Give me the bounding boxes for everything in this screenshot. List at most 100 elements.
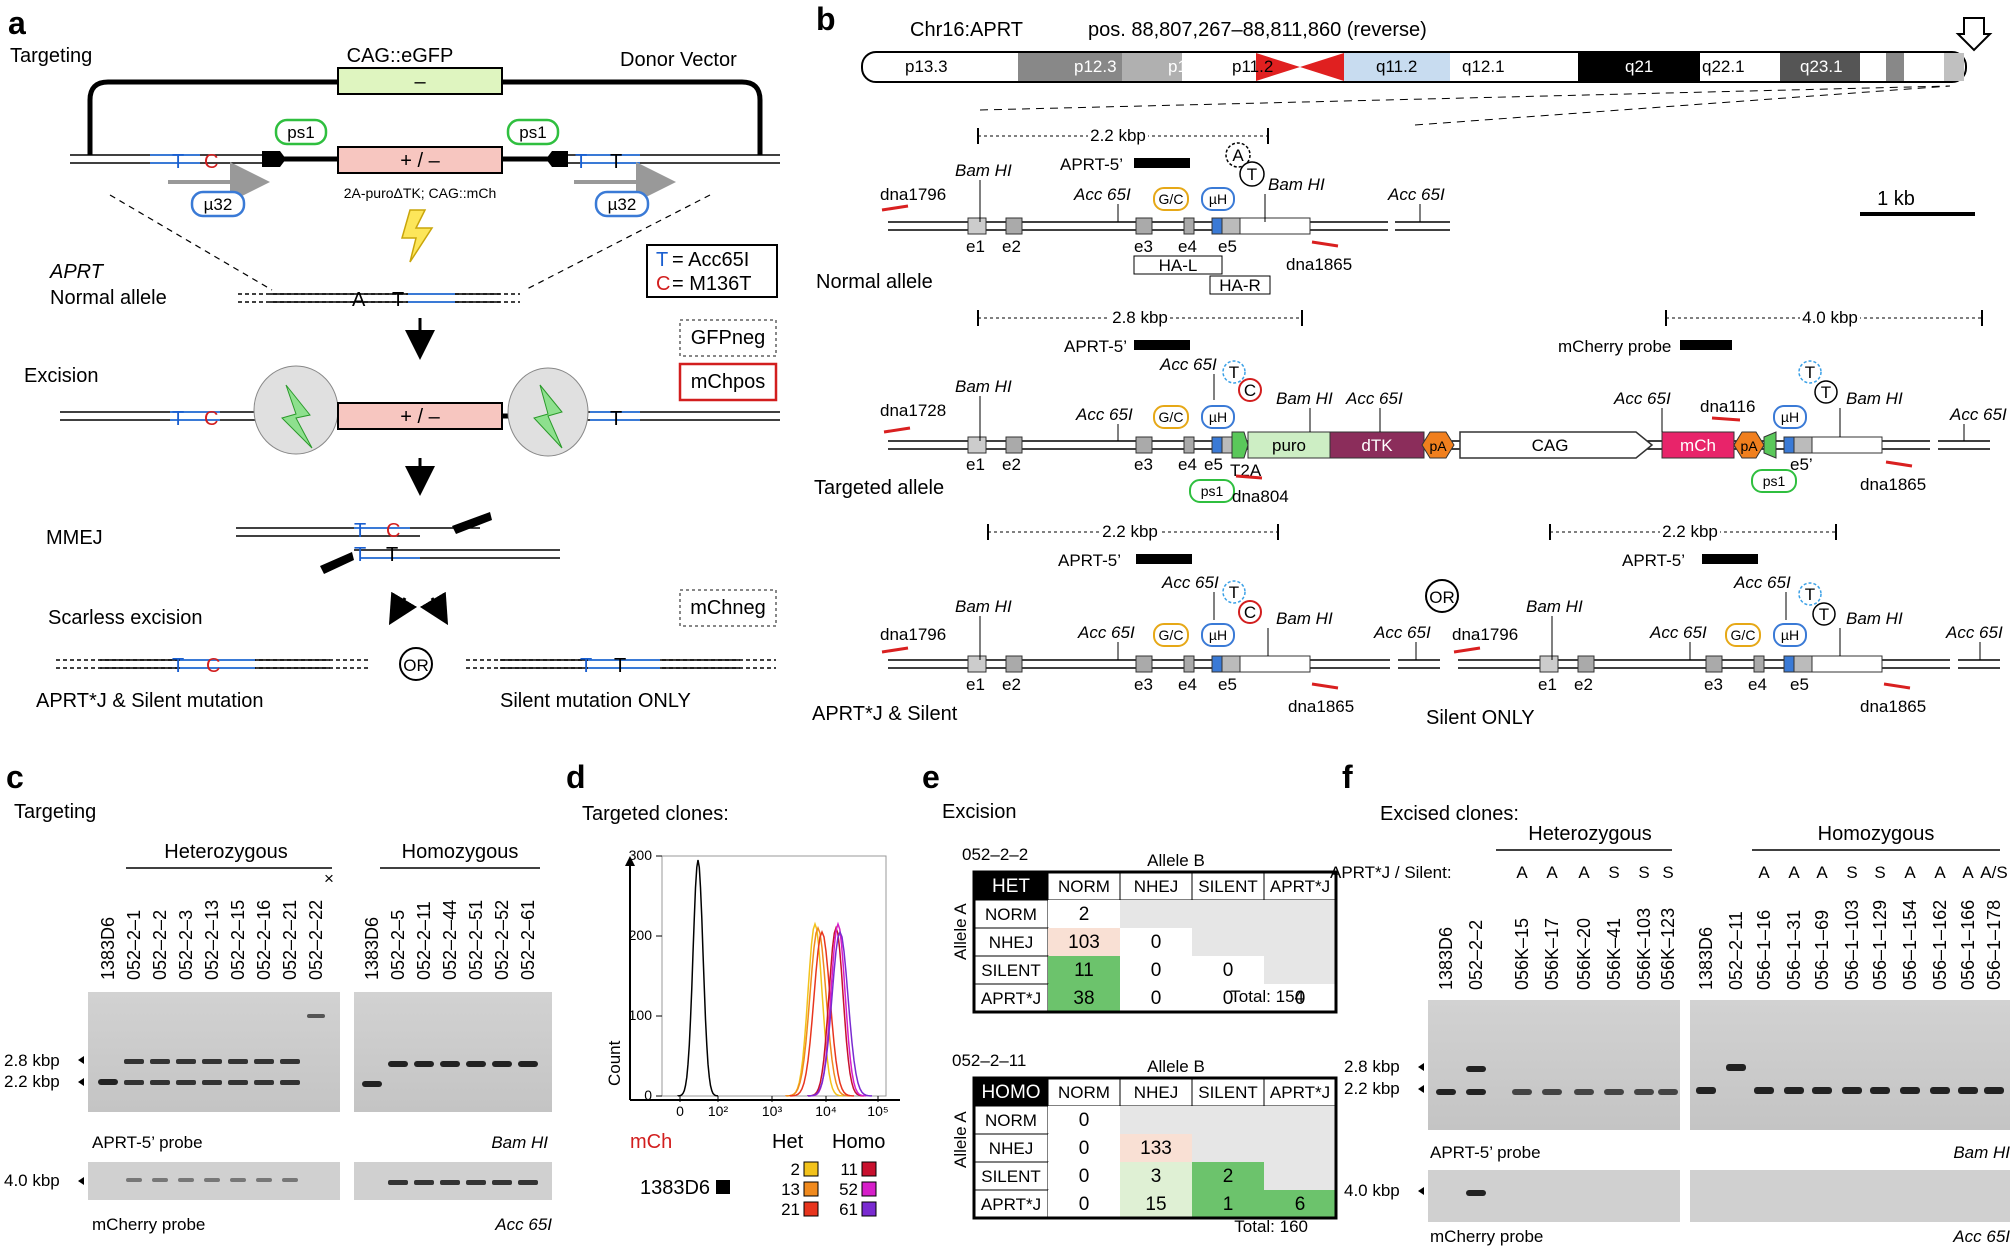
cag-egfp-label: CAG::eGFP xyxy=(347,45,454,67)
c-band xyxy=(518,1180,538,1185)
n-dna1796: dna1796 xyxy=(880,185,946,204)
f-homo-lane-1: 052–2–11 xyxy=(1726,911,1746,990)
e-table-tag-cell xyxy=(974,1078,1048,1106)
e-col-header-SILENT: SILENT xyxy=(1198,1083,1258,1102)
e-cell-bg xyxy=(1264,1106,1336,1134)
targeting-title: Targeting xyxy=(10,45,92,67)
d-series-21 xyxy=(789,929,854,1097)
d-het-swatch xyxy=(803,1181,819,1197)
s-e5: e5 xyxy=(1218,675,1237,694)
f-homo-lane-3: 056–1–31 xyxy=(1784,910,1804,990)
e-cell-value: 38 xyxy=(1073,988,1094,1009)
out2-T1: T xyxy=(580,655,592,677)
e-cell-value: 0 xyxy=(1151,960,1162,981)
homology-arm-end-left xyxy=(262,151,286,167)
f-band xyxy=(1436,1089,1456,1095)
so-bam2: Bam HI xyxy=(1846,609,1903,628)
chrom-title: Chr16:APRT xyxy=(910,19,1023,41)
or-circle-b xyxy=(1425,579,1459,613)
so-bam1: Bam HI xyxy=(1526,597,1583,616)
band-p12-1: p12.1 xyxy=(1168,57,1211,76)
ps1-tag-right xyxy=(506,118,560,146)
t-T1: T xyxy=(1229,363,1239,382)
f-homo-mark-0: A xyxy=(1758,863,1770,882)
t-bam2: Bam HI xyxy=(1276,389,1333,408)
c-het-lane-2: 052–2–2 xyxy=(150,910,170,980)
e-row-header-APRT*J: APRT*J xyxy=(981,989,1041,1008)
e-col-header-cell xyxy=(1047,1077,1121,1107)
t-dna804: dna804 xyxy=(1232,487,1289,506)
f-het-mark-3: S xyxy=(1608,863,1619,882)
e-cell-bg xyxy=(1192,900,1264,928)
out1-C: C xyxy=(206,655,220,677)
e-cell-bg xyxy=(1192,928,1264,956)
c-band xyxy=(126,1178,142,1182)
c-x-mark: × xyxy=(324,869,334,888)
c-band xyxy=(414,1061,434,1067)
e-col-header-NORM: NORM xyxy=(1058,877,1110,896)
c-het-header: Heterozygous xyxy=(164,841,287,863)
t-dtk: dTK xyxy=(1361,436,1393,455)
s-e4: e4 xyxy=(1178,675,1197,694)
legend-T-letter: T xyxy=(656,249,668,271)
d-series-11 xyxy=(807,925,864,1097)
base-A-normal: A xyxy=(352,289,366,311)
band-q22-1: q22.1 xyxy=(1702,57,1745,76)
n-e2: e2 xyxy=(1002,237,1021,256)
exc-C-left: C xyxy=(204,408,218,430)
f-het-mark-5: S xyxy=(1662,863,1673,882)
f-probe1: APRT-5’ probe xyxy=(1430,1143,1541,1162)
f-kbp22: 2.2 kbp xyxy=(1344,1079,1400,1098)
d-ytick-3: 300 xyxy=(629,847,653,863)
t-kbp28: 2.8 kbp xyxy=(1112,308,1168,327)
t-acc5: Acc 65I xyxy=(1949,405,2007,424)
d-homo-swatch xyxy=(861,1161,877,1177)
f-het-lane-0: 1383D6 xyxy=(1436,927,1456,990)
c-band xyxy=(176,1059,196,1064)
mmej-title: MMEJ xyxy=(46,527,103,549)
exc-T-left: T xyxy=(172,408,184,430)
f-band xyxy=(1634,1089,1654,1095)
c-homo-lane-4: 052–2–51 xyxy=(466,900,486,980)
e-cell-bg xyxy=(1192,984,1264,1012)
f-het-mark-2: A xyxy=(1578,863,1590,882)
e-row-header-APRT*J: APRT*J xyxy=(981,1195,1041,1214)
so-e3: e3 xyxy=(1704,675,1723,694)
e-cell-bg xyxy=(1264,984,1336,1012)
e-cell-bg xyxy=(1120,928,1192,956)
cut-bolt-right-icon xyxy=(533,384,563,449)
t-C1: C xyxy=(1244,381,1256,400)
e-col-header-cell xyxy=(1263,1077,1337,1107)
e-t1-allele-a: Allele A xyxy=(951,903,970,960)
e-cell-value: 0 xyxy=(1295,988,1306,1009)
c-band xyxy=(228,1059,248,1064)
n-gc: G/C xyxy=(1159,191,1184,207)
mch-neg-label: mChneg xyxy=(690,597,766,619)
e-cell-bg xyxy=(1192,1106,1264,1134)
e-t2-allele-b: Allele B xyxy=(1147,1057,1205,1076)
panel-c-title: Targeting xyxy=(14,801,96,823)
c-band xyxy=(388,1180,408,1185)
scarless-title: Scarless excision xyxy=(48,607,203,629)
s-T: T xyxy=(1229,583,1239,602)
c-band xyxy=(440,1061,460,1067)
n-e5: e5 xyxy=(1218,237,1237,256)
legend-T-text: = Acc65I xyxy=(672,249,749,271)
f-enzyme1: Bam HI xyxy=(1953,1143,2010,1162)
d-xtick-0: 0 xyxy=(676,1103,684,1119)
so-uh: µH xyxy=(1781,627,1799,643)
e-cell-bg xyxy=(1264,1162,1336,1190)
f-band xyxy=(1466,1089,1486,1095)
d-xlabel: mCh xyxy=(630,1131,672,1153)
d-het-legend-21: 21 xyxy=(781,1200,800,1219)
d-homo-legend-11: 11 xyxy=(840,1160,858,1179)
panel-b-label: b xyxy=(816,1,836,37)
base-legend xyxy=(646,244,778,298)
base-T-normal: T xyxy=(392,289,404,311)
f-gel-left xyxy=(1428,1000,1680,1130)
e-cell-bg xyxy=(1264,928,1336,956)
e-cell-bg xyxy=(1192,1162,1264,1190)
legend-C-letter: C xyxy=(656,273,670,295)
